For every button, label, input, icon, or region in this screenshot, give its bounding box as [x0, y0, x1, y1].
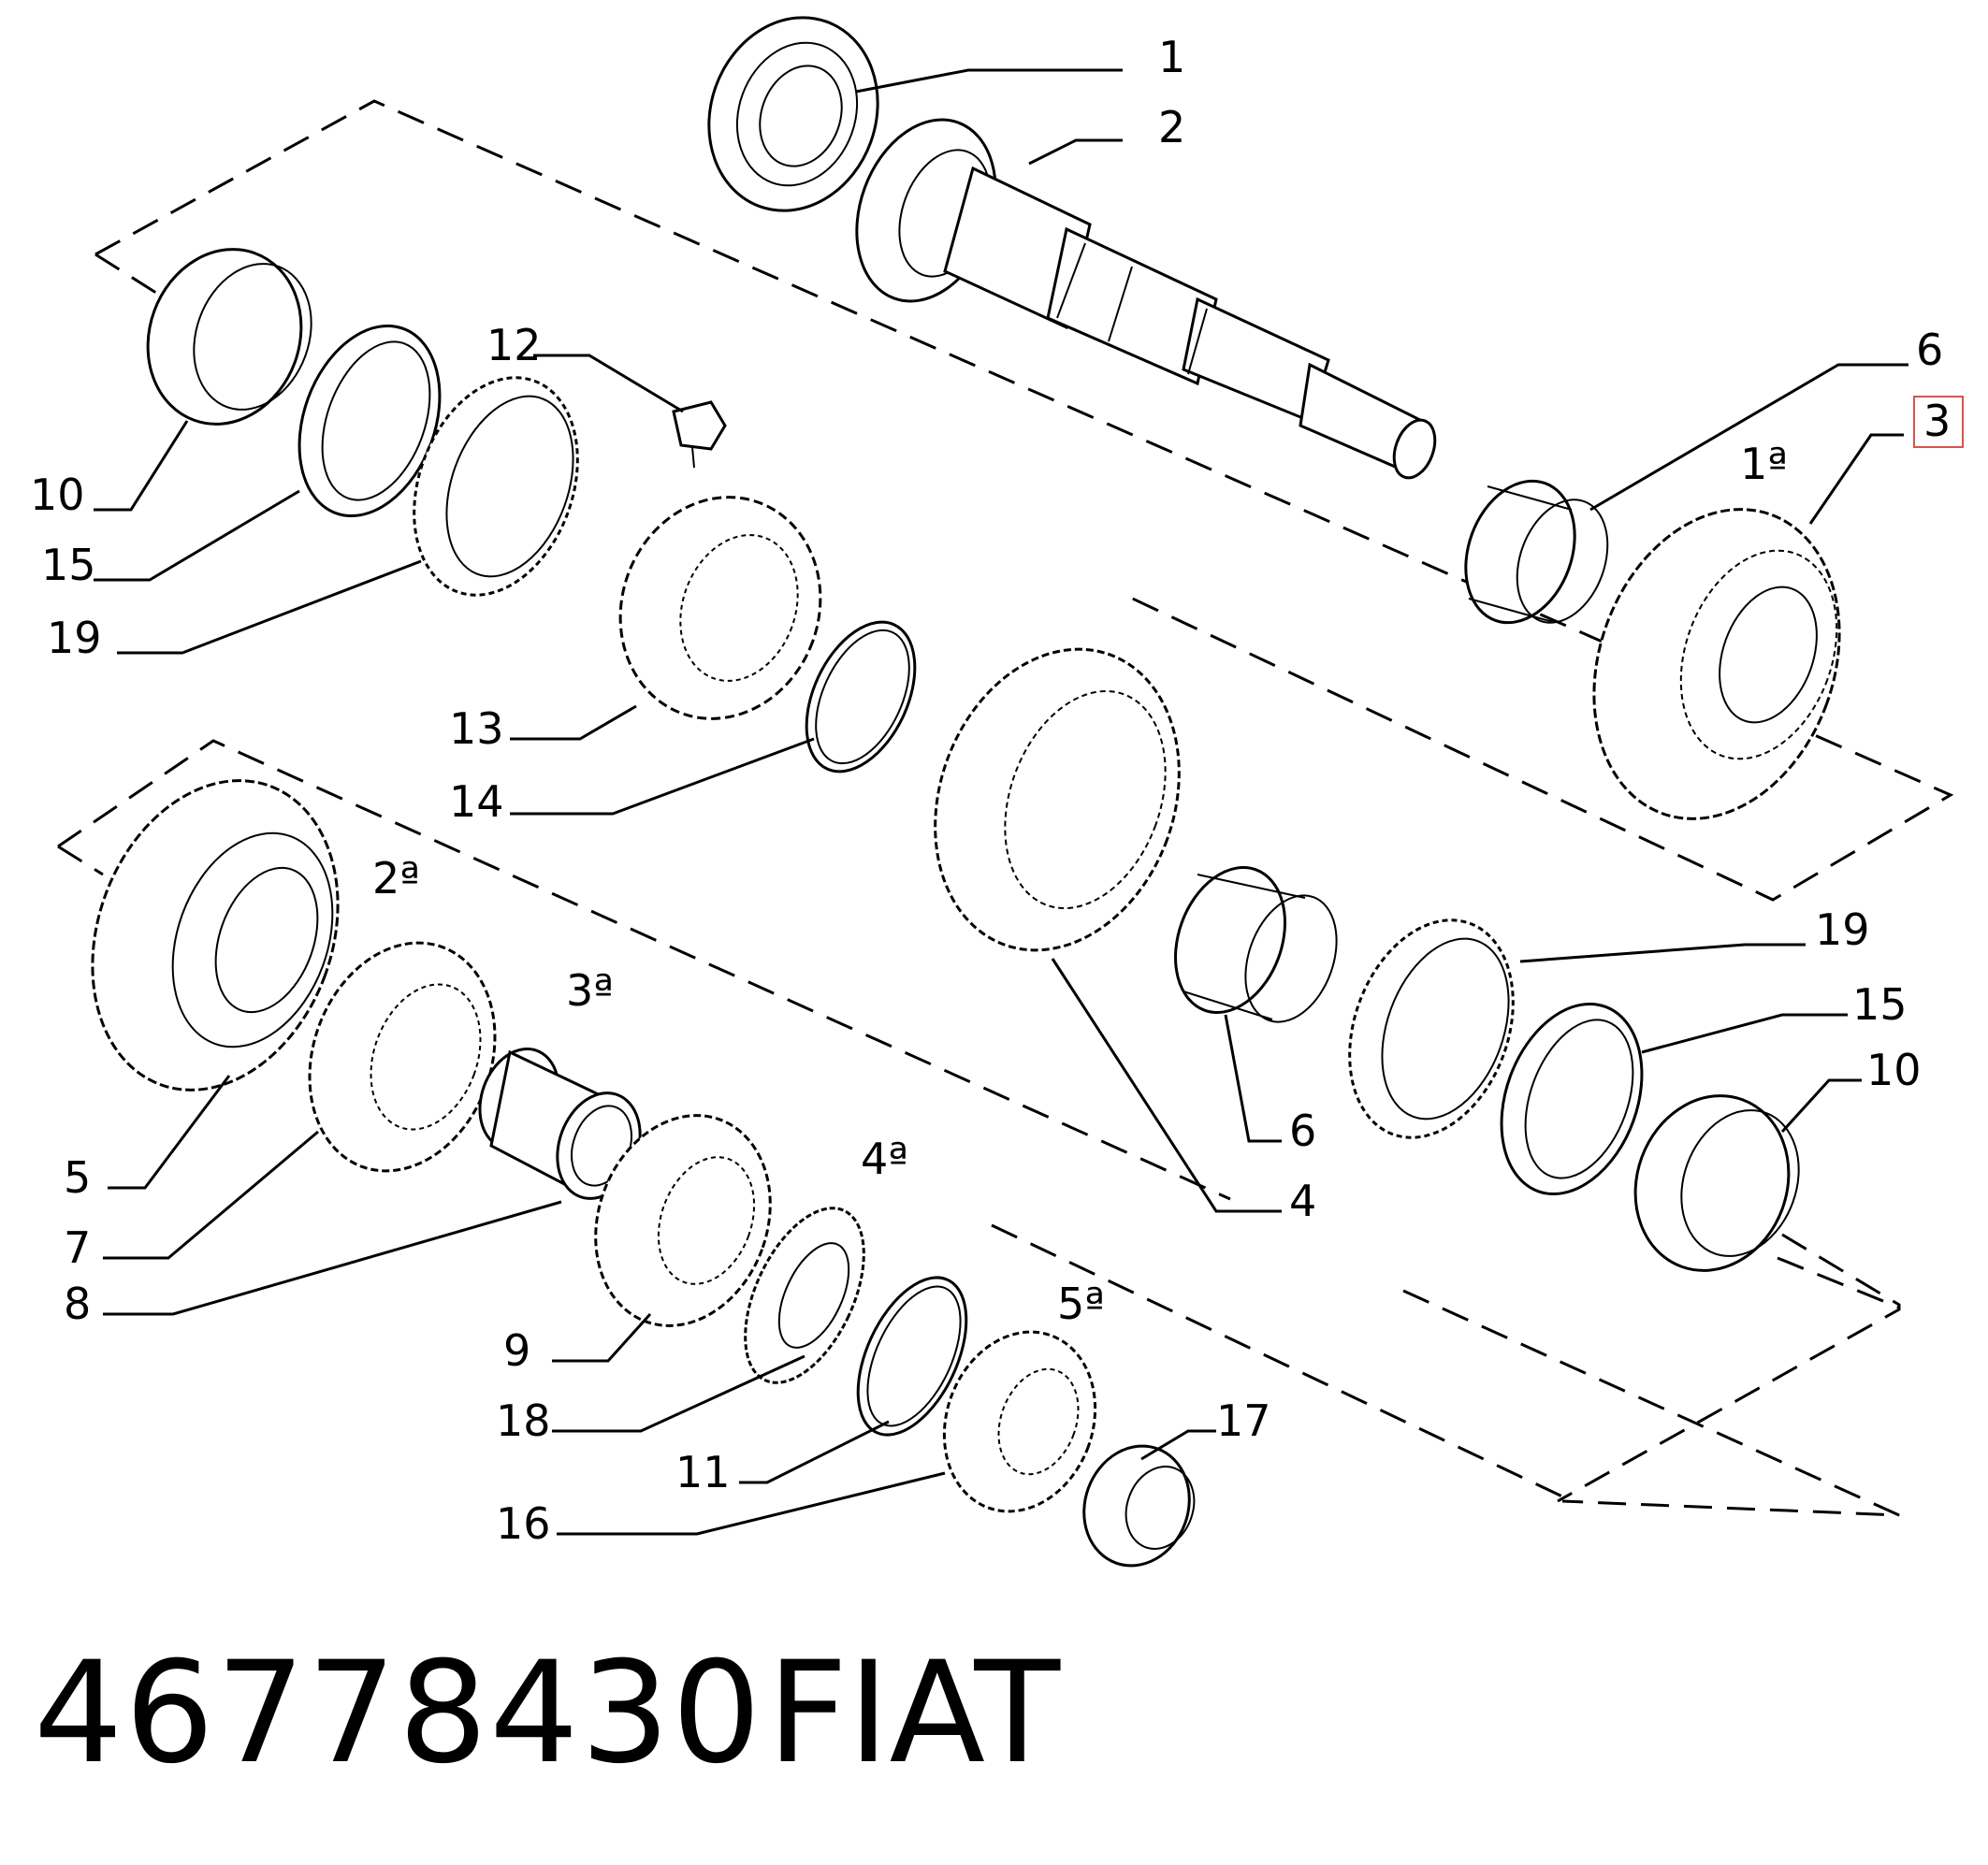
sync-gear-part-19-upper [413, 376, 579, 597]
callout-10-upper: 10 [30, 470, 85, 520]
callout-1: 1 [1158, 32, 1185, 82]
upper-group-boundary-left [94, 253, 167, 301]
lower-group-boundary [57, 739, 1231, 1201]
callout-3: 3 [1923, 396, 1951, 446]
gear-label-3rd: 3ª [566, 965, 614, 1016]
callout-9: 9 [503, 1325, 530, 1376]
callout-19-lower: 19 [1815, 904, 1870, 955]
leader-lines [94, 68, 1908, 1536]
circlip-part-11 [856, 1276, 968, 1437]
lower-group-boundary-2 [1402, 1289, 1900, 1517]
lower-group-boundary-5 [1777, 1256, 1900, 1309]
callout-17: 17 [1216, 1395, 1271, 1446]
callout-6-upper: 6 [1916, 325, 1943, 375]
callout-14: 14 [449, 776, 504, 827]
callout-2: 2 [1158, 102, 1185, 152]
gear-part-5 [91, 779, 340, 1092]
gear-label-4th: 4ª [861, 1134, 908, 1184]
callout-10-lower: 10 [1866, 1045, 1922, 1095]
shaft-part-2 [855, 118, 1437, 480]
callout-5: 5 [64, 1152, 91, 1203]
gear-part-16 [942, 1330, 1097, 1513]
gear-label-1st: 1ª [1740, 439, 1788, 489]
callout-15-lower: 15 [1852, 979, 1908, 1030]
hub-part-13 [618, 496, 822, 720]
ring-part-10-upper [146, 248, 312, 426]
nut-part-17 [1082, 1444, 1196, 1568]
gear-label-5th: 5ª [1057, 1279, 1105, 1329]
key-part-12 [672, 400, 727, 469]
gear-part-9 [594, 1114, 772, 1327]
callout-16: 16 [496, 1498, 551, 1549]
washer-part-18 [744, 1207, 865, 1384]
gear-label-2nd: 2ª [372, 853, 420, 904]
part-number: 46778430 [34, 1632, 763, 1795]
sleeve-part-4 [934, 647, 1181, 952]
lower-group-boundary-4 [1557, 1233, 1901, 1503]
callout-15-upper: 15 [41, 540, 96, 590]
bearing-part-1 [707, 16, 879, 212]
lower-group-boundary-3 [57, 845, 104, 876]
callout-13: 13 [449, 703, 504, 754]
callout-12: 12 [486, 320, 542, 370]
circlip-part-14 [805, 620, 917, 773]
callout-8: 8 [64, 1279, 91, 1329]
callout-11: 11 [675, 1447, 731, 1497]
callout-7: 7 [64, 1222, 91, 1273]
brand-name: FIAT [767, 1632, 1061, 1795]
lower-group-boundary-6 [991, 1223, 1563, 1498]
callout-19-upper: 19 [47, 613, 102, 663]
sync-gear-part-19-lower [1348, 918, 1515, 1139]
highlight-box [1913, 396, 1964, 448]
upper-group-boundary [94, 99, 1954, 902]
callout-6-lower: 6 [1289, 1106, 1316, 1156]
needle-bearing-part-6-lower [1174, 866, 1338, 1023]
gear-part-3 [1592, 508, 1841, 820]
callout-4: 4 [1289, 1176, 1316, 1226]
ring-part-10-lower [1633, 1094, 1800, 1272]
needle-bearing-part-6-upper [1464, 479, 1609, 625]
ring-part-15-lower [1500, 1002, 1644, 1196]
callout-18: 18 [496, 1395, 551, 1446]
